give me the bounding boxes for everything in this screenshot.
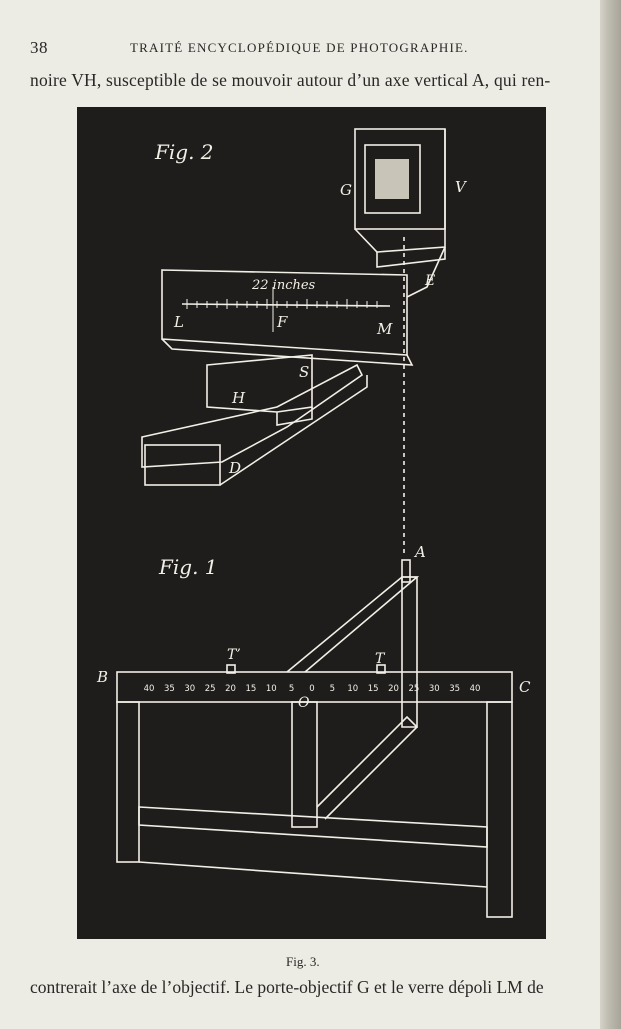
figure-caption: Fig. 3. <box>286 954 320 969</box>
scale-tick-label: 15 <box>368 684 379 694</box>
rail-edge <box>219 375 368 486</box>
scale-tick-label: 25 <box>408 684 419 694</box>
center-post <box>291 701 318 828</box>
scale-line <box>181 303 391 307</box>
label-T-prime: T’ <box>227 647 241 663</box>
figure-drawing: Fig. 2 G V E 22 inches L F M S H D Fig. … <box>96 128 531 918</box>
label-V: V <box>455 178 468 196</box>
sight-t <box>376 664 386 674</box>
scale-tick-label: 20 <box>388 684 399 694</box>
camera-bellows-support <box>406 246 446 298</box>
label-M: M <box>376 320 393 338</box>
scale-text: 22 inches <box>251 278 316 293</box>
label-D: D <box>228 459 241 477</box>
ground-glass <box>375 159 409 199</box>
scale-tick-label: 35 <box>164 684 175 694</box>
label-L: L <box>173 313 184 331</box>
scale-ticks <box>186 287 378 332</box>
scale-tick-label: 0 <box>309 684 314 694</box>
fig1-title: Fig. 1 <box>158 555 218 579</box>
scale-tick-label: 40 <box>144 684 155 694</box>
floor-line <box>138 861 488 888</box>
swing-post <box>401 576 418 728</box>
swing-arm <box>286 576 420 673</box>
running-head: TRAITÉ ENCYCLOPÉDIQUE DE PHOTOGRAPHIE. <box>130 40 469 55</box>
scale-tick-label: 5 <box>289 684 294 694</box>
body-text-bottom: contrerait l’axe de l’objectif. Le porte… <box>30 977 544 997</box>
figure-engraving: Fig. 2 G V E 22 inches L F M S H D Fig. … <box>77 107 546 939</box>
label-T: T <box>375 651 386 667</box>
lower-crossbar <box>138 806 488 848</box>
scale-tick-label: 15 <box>245 684 256 694</box>
camera-side <box>354 129 446 253</box>
fig1-scale-labels: 40 35 30 25 20 15 10 5 0 5 10 15 20 25 30 35 40 <box>144 684 481 694</box>
lens-carrier <box>206 354 313 413</box>
page-edge <box>600 0 621 1029</box>
page-number: 38 <box>30 38 48 57</box>
scale-tick-label: 5 <box>330 684 335 694</box>
scale-tick-label: 10 <box>347 684 358 694</box>
scale-tick-label: 10 <box>266 684 277 694</box>
scale-tick-label: 25 <box>205 684 216 694</box>
sight-t-prime <box>226 664 236 674</box>
label-S: S <box>299 363 309 381</box>
scale-tick-label: 35 <box>449 684 460 694</box>
left-leg <box>116 701 140 863</box>
label-O: O <box>298 695 310 711</box>
scale-tick-label: 30 <box>184 684 195 694</box>
camera-rail <box>141 363 364 468</box>
label-C: C <box>519 678 531 696</box>
scale-tick-label: 30 <box>429 684 440 694</box>
label-F: F <box>276 313 288 331</box>
scale-tick-label: 20 <box>225 684 236 694</box>
body-text-top: noire VH, susceptible de se mouvoir auto… <box>30 70 551 90</box>
scale-tick-label: 40 <box>470 684 481 694</box>
scale-board-edge <box>161 338 414 366</box>
label-G: G <box>340 181 352 199</box>
right-leg <box>486 701 513 918</box>
label-B: B <box>96 668 108 686</box>
label-E: E <box>424 273 435 289</box>
diagonal-brace <box>316 715 419 820</box>
camera-base <box>376 247 446 268</box>
rail-front-box <box>144 444 221 486</box>
ground-glass-holder <box>364 144 421 214</box>
axis-pin <box>401 559 411 583</box>
fig2-title: Fig. 2 <box>154 140 214 164</box>
label-H: H <box>231 389 246 407</box>
label-A: A <box>413 543 426 561</box>
